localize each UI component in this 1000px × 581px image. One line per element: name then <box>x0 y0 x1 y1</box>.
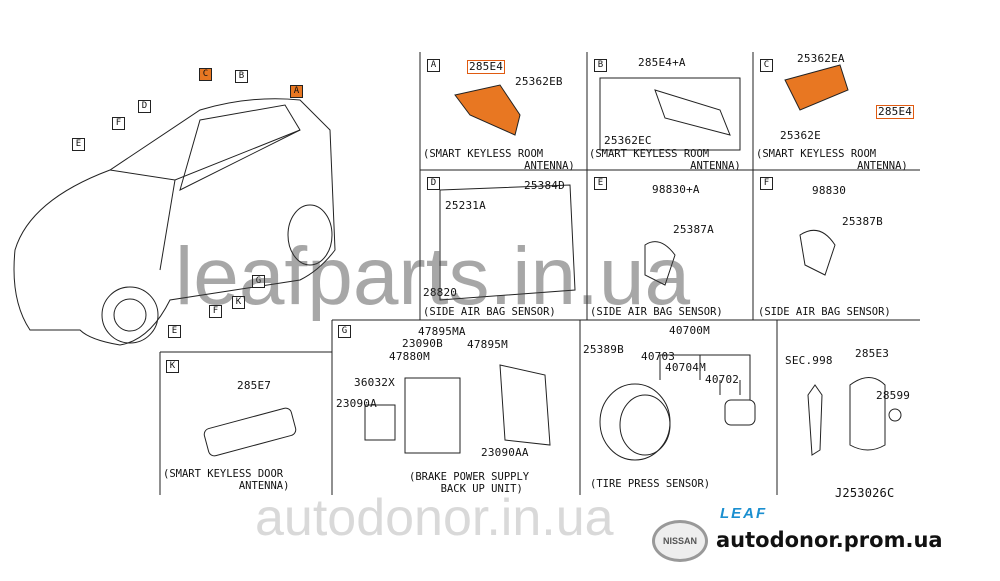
panel-caption: (SMART KEYLESS ROOM ANTENNA) <box>423 148 575 172</box>
part-number[interactable]: 285E4 <box>876 105 915 119</box>
part-number[interactable]: 25387A <box>673 223 714 236</box>
part-number[interactable]: 40704M <box>665 361 706 374</box>
panel-b-frame <box>599 77 741 151</box>
part-number[interactable]: 28820 <box>423 286 458 299</box>
brake-unit-body <box>404 377 461 454</box>
panel-caption: (SMART KEYLESS DOOR ANTENNA) <box>163 468 290 492</box>
panel-caption: (SMART KEYLESS ROOM ANTENNA) <box>589 148 741 172</box>
part-number[interactable]: 25362EC <box>604 134 652 147</box>
part-number[interactable]: 23090B <box>402 337 443 350</box>
watermark-bottom: autodonor.in.ua <box>255 489 614 547</box>
panel-caption: (SIDE AIR BAG SENSOR) <box>423 306 556 318</box>
car-callout: F <box>112 117 125 130</box>
car-callout: D <box>138 100 151 113</box>
panel-letter-k: K <box>166 360 179 373</box>
part-number[interactable]: 25362EB <box>515 75 563 88</box>
antenna-part-a <box>454 84 521 136</box>
part-number[interactable]: 98830 <box>812 184 847 197</box>
part-number[interactable]: 47895M <box>467 338 508 351</box>
site-link[interactable]: autodonor.prom.ua <box>716 528 943 552</box>
car-callout: F <box>209 305 222 318</box>
part-number[interactable]: 25384D <box>524 179 565 192</box>
part-number[interactable]: 285E4 <box>467 60 506 74</box>
part-number[interactable]: 47895MA <box>418 325 466 338</box>
part-number[interactable]: 23090AA <box>481 446 529 459</box>
part-number[interactable]: 25389B <box>583 343 624 356</box>
car-callout: K <box>232 296 245 309</box>
nissan-logo: NISSAN <box>652 520 708 562</box>
door-antenna <box>203 407 297 457</box>
panel-caption: (SMART KEYLESS ROOM ANTENNA) <box>756 148 908 172</box>
panel-letter-f: F <box>760 177 773 190</box>
part-number[interactable]: 285E4+A <box>638 56 686 69</box>
panel-caption: (BRAKE POWER SUPPLY BACK UP UNIT) <box>409 471 530 495</box>
part-number[interactable]: 36032X <box>354 376 395 389</box>
panel-letter-e: E <box>594 177 607 190</box>
part-number[interactable]: 40702 <box>705 373 740 386</box>
part-number[interactable]: 47880M <box>389 350 430 363</box>
car-callout: A <box>290 85 303 98</box>
antenna-part-c <box>784 64 849 111</box>
part-number[interactable]: SEC.998 <box>785 354 833 367</box>
car-callout: B <box>235 70 248 83</box>
part-number[interactable]: 98830+A <box>652 183 700 196</box>
car-callout: E <box>168 325 181 338</box>
part-number[interactable]: 25387B <box>842 215 883 228</box>
part-number[interactable]: 23090A <box>336 397 377 410</box>
mechanical-key <box>807 384 823 456</box>
part-number[interactable]: 25362EA <box>797 52 845 65</box>
panel-letter-b: B <box>594 59 607 72</box>
watermark-main: leafparts.in.ua <box>175 231 691 322</box>
panel-letter-d: D <box>427 177 440 190</box>
wheel <box>599 383 671 461</box>
part-number[interactable]: 25362E <box>780 129 821 142</box>
key-fob <box>849 377 886 451</box>
panel-caption: (TIRE PRESS SENSOR) <box>590 478 711 490</box>
panel-caption: (SIDE AIR BAG SENSOR) <box>758 306 891 318</box>
car-callout: E <box>72 138 85 151</box>
part-number[interactable]: 40703 <box>641 350 676 363</box>
diagram-code: J253026C <box>835 486 895 500</box>
car-callout: C <box>199 68 212 81</box>
leaf-logo: LEAF <box>720 505 768 522</box>
part-number[interactable]: 25231A <box>445 199 486 212</box>
panel-letter-g: G <box>338 325 351 338</box>
part-number[interactable]: 40700M <box>669 324 710 337</box>
part-number[interactable]: 285E3 <box>855 347 890 360</box>
part-number[interactable]: 285E7 <box>237 379 272 392</box>
car-illustration <box>13 98 336 346</box>
panel-letter-a: A <box>427 59 440 72</box>
part-number[interactable]: 28599 <box>876 389 911 402</box>
car-callout: G <box>252 275 265 288</box>
panel-letter-c: C <box>760 59 773 72</box>
panel-caption: (SIDE AIR BAG SENSOR) <box>590 306 723 318</box>
